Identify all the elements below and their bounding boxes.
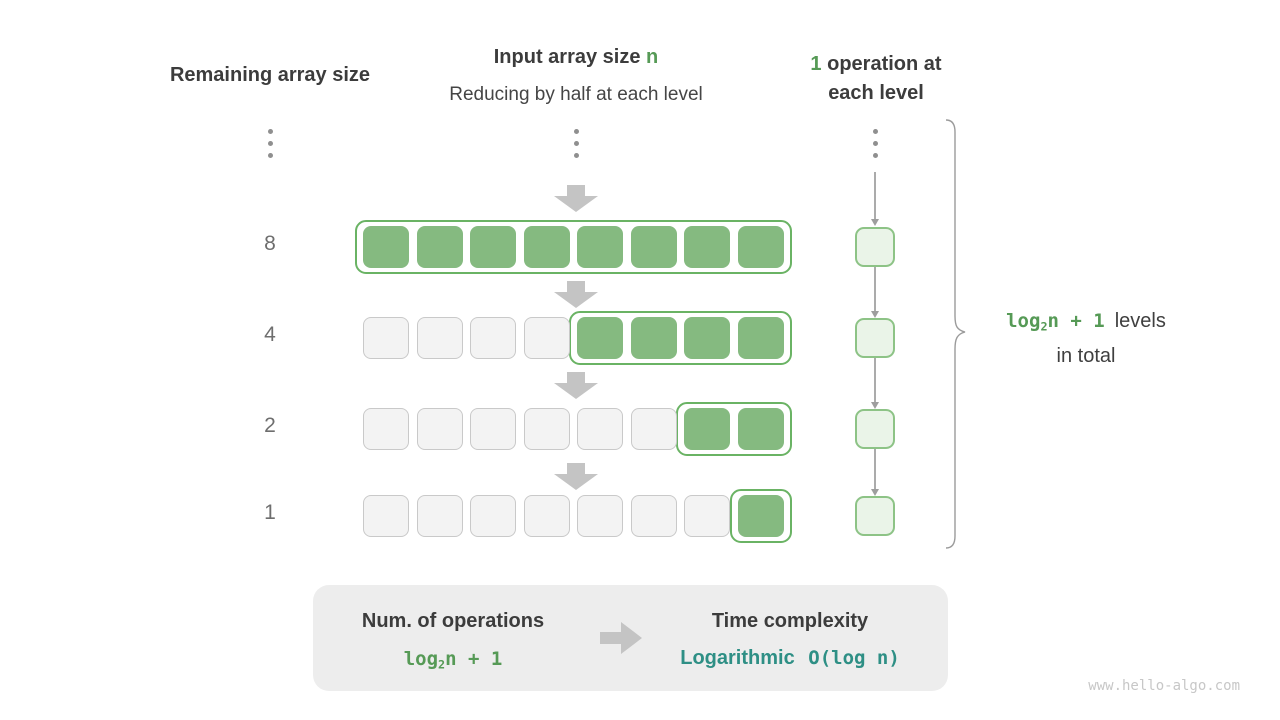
time-complexity-title: Time complexity (711, 610, 869, 632)
operation-cell (855, 496, 895, 536)
block-arrow-down-icon (554, 463, 598, 490)
header-remaining-array-size: Remaining array size (169, 64, 371, 86)
dot (573, 153, 579, 158)
connector-line (874, 172, 876, 219)
levels-annotation: log2n + 1 levels in total (970, 306, 1202, 371)
array-cell-inactive (523, 408, 570, 450)
operation-cell (855, 409, 895, 449)
header-input-array-size: Input array size n (396, 46, 756, 69)
array-cell-active (470, 226, 516, 268)
header-input-n: n (646, 46, 659, 68)
array-cell-active (577, 226, 623, 268)
array-cell-inactive (470, 495, 516, 537)
array-cell-inactive (363, 495, 409, 537)
array-cell-active (363, 226, 409, 268)
num-operations-title: Num. of operations (361, 610, 545, 632)
ellipsis-right (872, 129, 878, 158)
block-arrow-down-icon (554, 372, 598, 399)
levels-word: levels (1114, 310, 1166, 332)
array-cell-active (684, 317, 730, 359)
array-cell-active (630, 317, 677, 359)
block-arrow-down-icon (554, 281, 598, 308)
time-complexity-value: Logarithmic O(log n) (640, 647, 940, 670)
brace-right (945, 119, 966, 549)
dot (267, 141, 273, 146)
connector-line (874, 267, 876, 311)
dot (872, 141, 878, 146)
array-cell-active (684, 226, 730, 268)
watermark: www.hello-algo.com (1088, 678, 1240, 694)
array-cell-active (737, 317, 784, 359)
array-cell-inactive (630, 495, 677, 537)
row-label: 2 (264, 414, 276, 437)
array-cell-inactive (416, 495, 463, 537)
connector-arrowhead-icon (870, 311, 879, 318)
header-reducing-subtitle: Reducing by half at each level (449, 84, 703, 105)
array-cell-active (684, 408, 730, 450)
row-label: 1 (264, 501, 276, 524)
dot (573, 141, 579, 146)
arrow-right-icon (600, 622, 642, 654)
array-cell-active (630, 226, 677, 268)
array-cell-inactive (577, 495, 623, 537)
array-cell-inactive (416, 317, 463, 359)
connector-arrowhead-icon (870, 219, 879, 226)
header-input-prefix: Input array size (493, 46, 647, 68)
header-one-highlight: 1 (810, 53, 822, 75)
array-cell-active (737, 408, 784, 450)
dot (872, 129, 878, 134)
dot (872, 153, 878, 158)
array-cell-inactive (684, 495, 730, 537)
complexity-notation: O(log n) (808, 647, 900, 669)
array-cell-active (416, 226, 463, 268)
num-operations-formula: log2n + 1 (403, 648, 503, 672)
header-operation-rest: operation at (821, 53, 942, 75)
array-cell-inactive (523, 317, 570, 359)
header-operation-line2: each level (828, 82, 924, 104)
complexity-name: Logarithmic (680, 647, 795, 669)
connector-line (874, 358, 876, 402)
levels-line2: in total (1056, 345, 1116, 368)
ellipsis-center (573, 129, 579, 158)
array-cell-inactive (523, 495, 570, 537)
header-one-operation: 1 operation at each level (766, 50, 986, 108)
levels-formula: log2n + 1 (1006, 310, 1105, 334)
array-cell-inactive (416, 408, 463, 450)
connector-arrowhead-icon (870, 402, 879, 409)
array-cell-active (577, 317, 623, 359)
array-cell-inactive (577, 408, 623, 450)
connector-line (874, 449, 876, 489)
array-cell-active (737, 226, 784, 268)
row-label: 4 (264, 323, 276, 346)
array-cell-active (523, 226, 570, 268)
array-cell-inactive (470, 408, 516, 450)
row-label: 8 (264, 232, 276, 255)
ellipsis-left (267, 129, 273, 158)
dot (573, 129, 579, 134)
array-cell-active (737, 495, 784, 537)
dot (267, 153, 273, 158)
block-arrow-down-icon (554, 185, 598, 212)
summary-box: Num. of operations log2n + 1 Time comple… (313, 585, 948, 691)
dot (267, 129, 273, 134)
operation-cell (855, 227, 895, 267)
array-cell-inactive (363, 317, 409, 359)
connector-arrowhead-icon (870, 489, 879, 496)
array-cell-inactive (470, 317, 516, 359)
operation-cell (855, 318, 895, 358)
array-cell-inactive (363, 408, 409, 450)
array-cell-inactive (630, 408, 677, 450)
